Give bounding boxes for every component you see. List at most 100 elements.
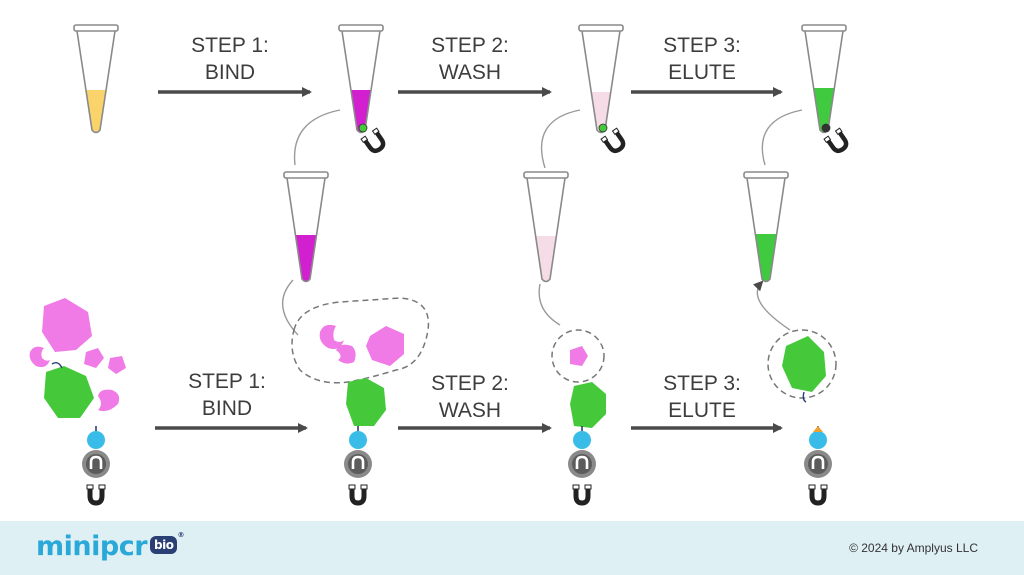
wash-cluster [551, 329, 606, 428]
bottom-stack-wash-bead [573, 431, 591, 449]
bottom-stack-wash-magnet-tip-r [584, 484, 592, 490]
top-tube-wash-rim [578, 24, 624, 32]
top-elute-magnet-icon-tip-right [834, 127, 843, 136]
mid-tube-wash [523, 171, 569, 283]
mid-tube-wash-rim [523, 171, 569, 179]
bottom-stack-start-magnet-tip-r [98, 484, 106, 490]
top-tube-elute-rim [801, 24, 847, 32]
left-pink-blob-small-1 [84, 348, 104, 368]
top-step1-line2: BIND [204, 61, 256, 84]
left-pink-crescent-1 [29, 346, 50, 368]
bottom-step3-line2: ELUTE [668, 399, 736, 422]
bind-pink-blob [366, 326, 404, 366]
diagram-art [29, 24, 849, 506]
bind-pink-crescent-2 [336, 344, 356, 364]
top-tube-bind [338, 24, 384, 134]
bottom-step3-label: STEP 3: ELUTE [642, 370, 762, 424]
bottom-stack-wash-ring-magnet [575, 455, 589, 469]
top-wash-magnet-icon [600, 127, 626, 154]
bottom-stack-wash [568, 426, 596, 506]
bottom-stack-elute-magnet-tip-r [820, 484, 828, 490]
copyright-text: © 2024 by Amplyus LLC [849, 541, 978, 555]
top-wash-magnet-icon-body [602, 130, 626, 154]
bottom-step2-line2: WASH [438, 399, 502, 422]
top-wash-bead-dot [598, 123, 608, 133]
curve-wash-mid [538, 283, 561, 326]
mid-tube-elute-outline [746, 177, 786, 283]
left-pink-blob-large [42, 298, 92, 352]
curve-elute-top [761, 109, 803, 166]
bottom-stack-bind-magnet [349, 488, 367, 506]
top-step1-label: STEP 1: BIND [170, 32, 290, 86]
mid-tube-bind-rim [283, 171, 329, 179]
wash-green-blob [570, 382, 606, 428]
top-wash-magnet-icon-tip-left [600, 135, 609, 144]
bind-pink-crescent-1 [319, 324, 344, 349]
bottom-stack-bind [344, 426, 372, 506]
bottom-stack-start-magnet [87, 488, 105, 506]
bottom-stack-bind-magnet-tip-r [360, 484, 368, 490]
left-pink-blob-small-2 [108, 356, 126, 374]
bind-dashed-boundary [291, 297, 430, 384]
bottom-stack-elute-tag [813, 426, 823, 432]
top-step3-line2: ELUTE [668, 61, 736, 84]
top-elute-bead-dot [821, 123, 831, 133]
curve-bind-mid [281, 279, 299, 336]
top-elute-magnet-icon-tip-left [823, 135, 832, 144]
left-pink-crescent-2 [98, 389, 120, 412]
bottom-stack-bind-magnet-tip-l [348, 484, 356, 490]
top-tube-start-outline [76, 30, 116, 134]
wash-pink-blob [570, 346, 588, 366]
bottom-step1-line1: STEP 1: [188, 370, 266, 393]
bottom-stack-elute-magnet [809, 488, 827, 506]
top-step2-line2: WASH [438, 61, 502, 84]
brand-name: minipcr [36, 531, 148, 562]
bottom-stack-bind-ring-magnet [351, 455, 365, 469]
top-step2-line1: STEP 2: [431, 34, 509, 57]
mid-tube-wash-outline [526, 177, 566, 283]
left-linker [51, 361, 63, 369]
curve-bind-top [293, 109, 341, 166]
bottom-step3-line1: STEP 3: [663, 372, 741, 395]
curve-wash-top [540, 109, 581, 169]
elute-cluster [767, 329, 837, 403]
bottom-stack-bind-bead [349, 431, 367, 449]
bottom-step1-label: STEP 1: BIND [167, 368, 287, 422]
top-bind-magnet-icon-body [362, 130, 386, 154]
bottom-stack-start-bead [87, 431, 105, 449]
wash-dashed-boundary [551, 329, 605, 383]
curve-elute-mid [752, 280, 791, 331]
bottom-stack-wash-magnet [573, 488, 591, 506]
brand-badge: bio [150, 535, 178, 554]
bottom-step1-line2: BIND [201, 397, 253, 420]
bottom-stack-elute-magnet-tip-l [808, 484, 816, 490]
top-wash-magnet-icon-tip-right [611, 127, 620, 136]
top-step3-line1: STEP 3: [663, 34, 741, 57]
top-bind-magnet-icon [360, 127, 386, 154]
top-step3-label: STEP 3: ELUTE [642, 32, 762, 86]
top-step2-label: STEP 2: WASH [410, 32, 530, 86]
top-tube-bind-rim [338, 24, 384, 32]
top-bind-magnet-icon-tip-right [371, 127, 380, 136]
bottom-step2-line1: STEP 2: [431, 372, 509, 395]
left-molecule-cluster [29, 298, 126, 418]
elute-dashed-boundary [767, 329, 837, 399]
bottom-stack-elute [804, 426, 832, 506]
bottom-stack-elute-bead [809, 431, 827, 449]
bottom-stack-wash-magnet-tip-l [572, 484, 580, 490]
mid-tube-elute-liquid [755, 234, 777, 282]
top-tube-elute [801, 24, 847, 134]
top-tube-start-rim [73, 24, 119, 32]
top-tube-wash [578, 24, 624, 134]
bottom-stack-elute-ring-magnet [811, 455, 825, 469]
top-tube-start [73, 24, 119, 134]
top-elute-magnet-icon-body [825, 130, 849, 154]
left-green-blob [44, 366, 94, 418]
bottom-stack-start [82, 426, 110, 506]
bottom-step2-label: STEP 2: WASH [410, 370, 530, 424]
bottom-stack-start-ring-magnet [89, 455, 103, 469]
elute-green-blob [782, 336, 826, 392]
